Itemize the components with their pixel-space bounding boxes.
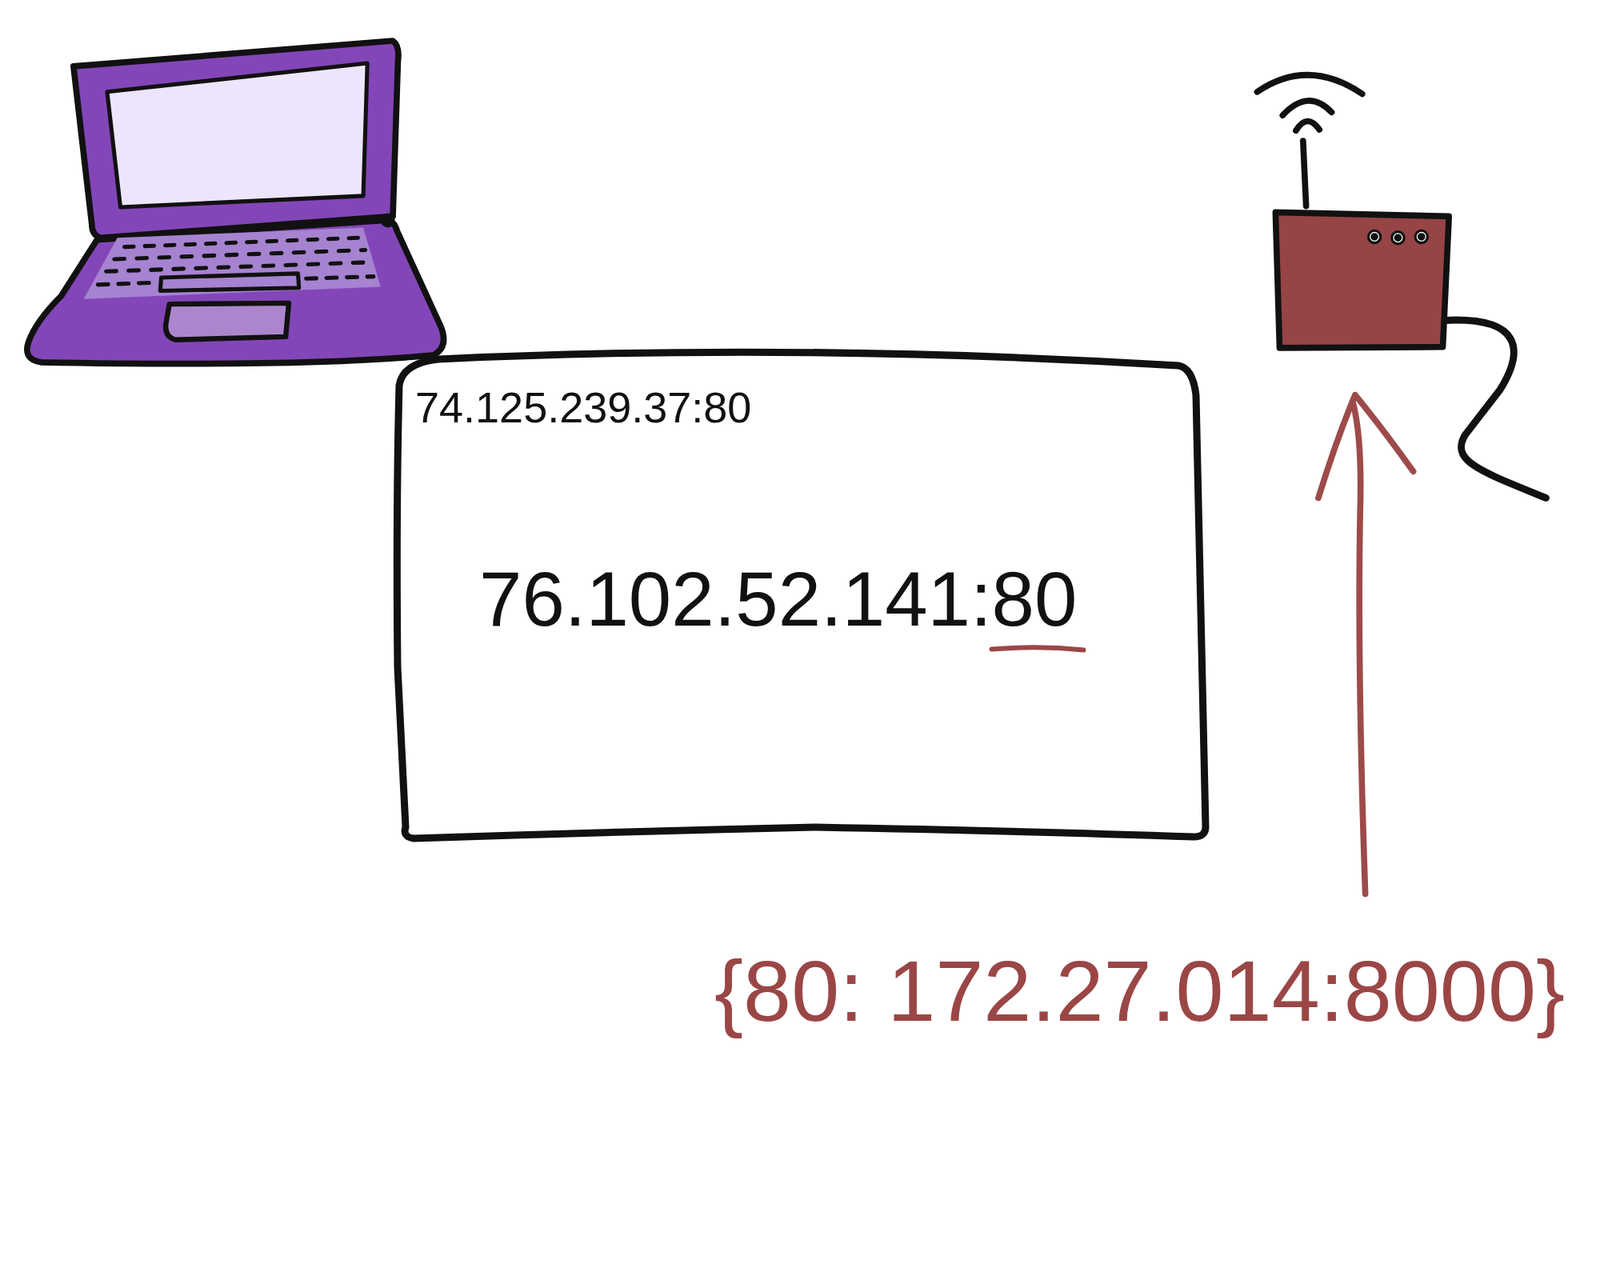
arrow-head	[1318, 395, 1414, 499]
wifi-arc	[1282, 100, 1332, 116]
router-light	[1372, 234, 1377, 240]
router-antenna	[1303, 140, 1307, 207]
router-light	[1392, 232, 1404, 244]
laptop-trackpad	[165, 303, 289, 340]
forward-arrow	[1352, 403, 1365, 895]
router-lights	[1368, 230, 1428, 244]
router-body	[1275, 212, 1449, 348]
wifi-arc	[1256, 75, 1362, 95]
port-underline	[992, 647, 1084, 650]
router-light	[1395, 235, 1400, 240]
source-address: 74.125.239.37:80	[415, 384, 752, 432]
address-box: 74.125.239.37:80 76.102.52.141:80	[392, 347, 1209, 848]
box-border	[396, 352, 1206, 839]
laptop-screen	[107, 63, 368, 208]
public-address: 76.102.52.141:80	[479, 556, 1077, 642]
key-row	[106, 262, 370, 272]
port-forward-rule: {80: 172.27.014:8000}	[714, 944, 1565, 1040]
key-row	[114, 249, 366, 259]
router-light	[1368, 230, 1380, 243]
key-row	[306, 276, 374, 280]
space-bar	[160, 273, 299, 292]
laptop-keys	[97, 237, 373, 291]
laptop-keyboard	[84, 227, 381, 299]
router-cable	[1444, 320, 1547, 498]
wifi-arc	[1296, 120, 1320, 131]
router-light	[1419, 234, 1424, 240]
laptop-lid	[73, 40, 399, 238]
router-light	[1415, 230, 1428, 243]
key-row	[124, 237, 360, 247]
laptop-hinge	[384, 216, 392, 224]
key-row	[97, 282, 153, 285]
laptop-base	[27, 220, 444, 364]
